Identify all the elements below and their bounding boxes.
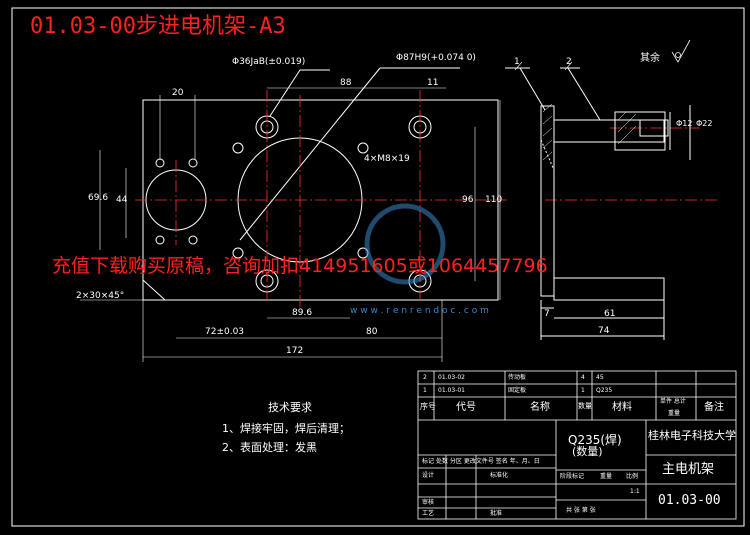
surface-finish-label: 其余 (640, 53, 660, 64)
title-block-lines (417, 370, 737, 520)
scale-label: 比例 (626, 473, 639, 480)
part-name: 主电机架 (662, 462, 715, 477)
bom-header-name: 名称 (530, 402, 550, 413)
dim-phi87: Φ87H9(+0.074 0) (396, 53, 476, 63)
dim-74: 74 (598, 326, 610, 336)
dim-88: 88 (340, 78, 352, 88)
bom-row-1-qty: 1 (581, 387, 585, 394)
dim-96: 96 (462, 195, 474, 205)
front-view (142, 67, 499, 301)
quantity-mark: (数量) (572, 445, 603, 458)
rev-label-mark: 标记 (422, 458, 435, 465)
school-name: 桂林电子科技大学 (648, 429, 736, 442)
watermark-text: 充值下载购买原稿，咨询加扣414951605或1064457796 (52, 255, 548, 277)
review-label: 审核 (422, 499, 435, 506)
revision-labels: 标记 处数 分区 更改文件号 签名 年、月、日 (422, 459, 540, 465)
scale-value: 1:1 (630, 488, 640, 495)
bom-row-2-qty: 4 (581, 374, 585, 381)
bom-row-2-name: 传动板 (508, 374, 527, 381)
side-view (505, 67, 691, 340)
approve-label: 批准 (490, 510, 503, 517)
rev-label-date: 年、月、日 (509, 458, 540, 465)
dim-chamfer: 2×30×45° (76, 291, 125, 301)
bom-row-1-code: 01.03-01 (438, 387, 465, 394)
standard-label: 标准化 (490, 472, 509, 479)
bom-header-remark: 备注 (704, 402, 724, 413)
dim-110: 110 (485, 195, 503, 205)
bom-header-qty: 数量 (578, 402, 592, 410)
dim-80: 80 (366, 327, 378, 337)
rev-label-doc: 更改文件号 (463, 458, 494, 465)
drawing-number: 01.03-00 (658, 493, 721, 508)
rev-label-count: 处数 (435, 458, 448, 465)
requirement-2: 2、表面处理：发黑 (222, 441, 317, 454)
rev-label-zone: 分区 (449, 458, 462, 465)
dim-20: 20 (172, 88, 184, 98)
material-mark: Q235(焊) (568, 433, 622, 447)
bom-row-1-name: 固定板 (508, 387, 527, 394)
dim-11: 11 (427, 78, 439, 88)
dim-4xm8: 4×M8×19 (364, 154, 410, 164)
dim-phi36: Φ36JaB(±0.019) (232, 57, 306, 67)
dim-phi22: Φ22 (696, 119, 713, 128)
requirement-1: 1、焊接牢固，焊后清理； (222, 422, 350, 435)
bom-row-2-material: 45 (596, 374, 604, 381)
design-label: 设计 (422, 472, 435, 479)
stage-mark-label: 阶段标记 (560, 473, 585, 480)
bom-header-code: 代号 (456, 402, 476, 413)
bom-header-single-total: 单件 总计 (660, 398, 686, 405)
dim-172: 172 (286, 346, 304, 356)
rev-label-sign: 签名 (495, 458, 508, 465)
part-balloon-2: 2 (566, 57, 572, 67)
bom-row-1-material: Q235 (596, 387, 613, 394)
sheet-label: 共 张 第 张 (566, 507, 596, 514)
bom-row-2-no: 2 (423, 374, 427, 381)
part-balloon-1: 1 (514, 57, 520, 67)
requirements-heading: 技术要求 (268, 401, 312, 414)
bom-header-weight: 重量 (668, 410, 681, 417)
dim-61: 61 (604, 309, 616, 319)
dim-7: 7 (544, 309, 550, 319)
process-label: 工艺 (422, 510, 435, 517)
dim-72: 72±0.03 (205, 327, 245, 337)
bom-row-2-code: 01.03-02 (438, 374, 465, 381)
bom-header-material: 材料 (612, 402, 632, 413)
dim-phi12: Φ12 (676, 119, 693, 128)
drawing-title: 01.03-00步进电机架-A3 (30, 14, 286, 39)
dim-69-6: 69.6 (88, 193, 109, 203)
bom-row-1-no: 1 (423, 387, 427, 394)
watermark-site: w w w . r e n r e n d o c . c o m (350, 306, 489, 316)
dim-89-6: 89.6 (292, 308, 313, 318)
bom-header-no: 序号 (420, 402, 436, 411)
weight-label: 重量 (600, 473, 613, 480)
dim-44: 44 (116, 195, 128, 205)
